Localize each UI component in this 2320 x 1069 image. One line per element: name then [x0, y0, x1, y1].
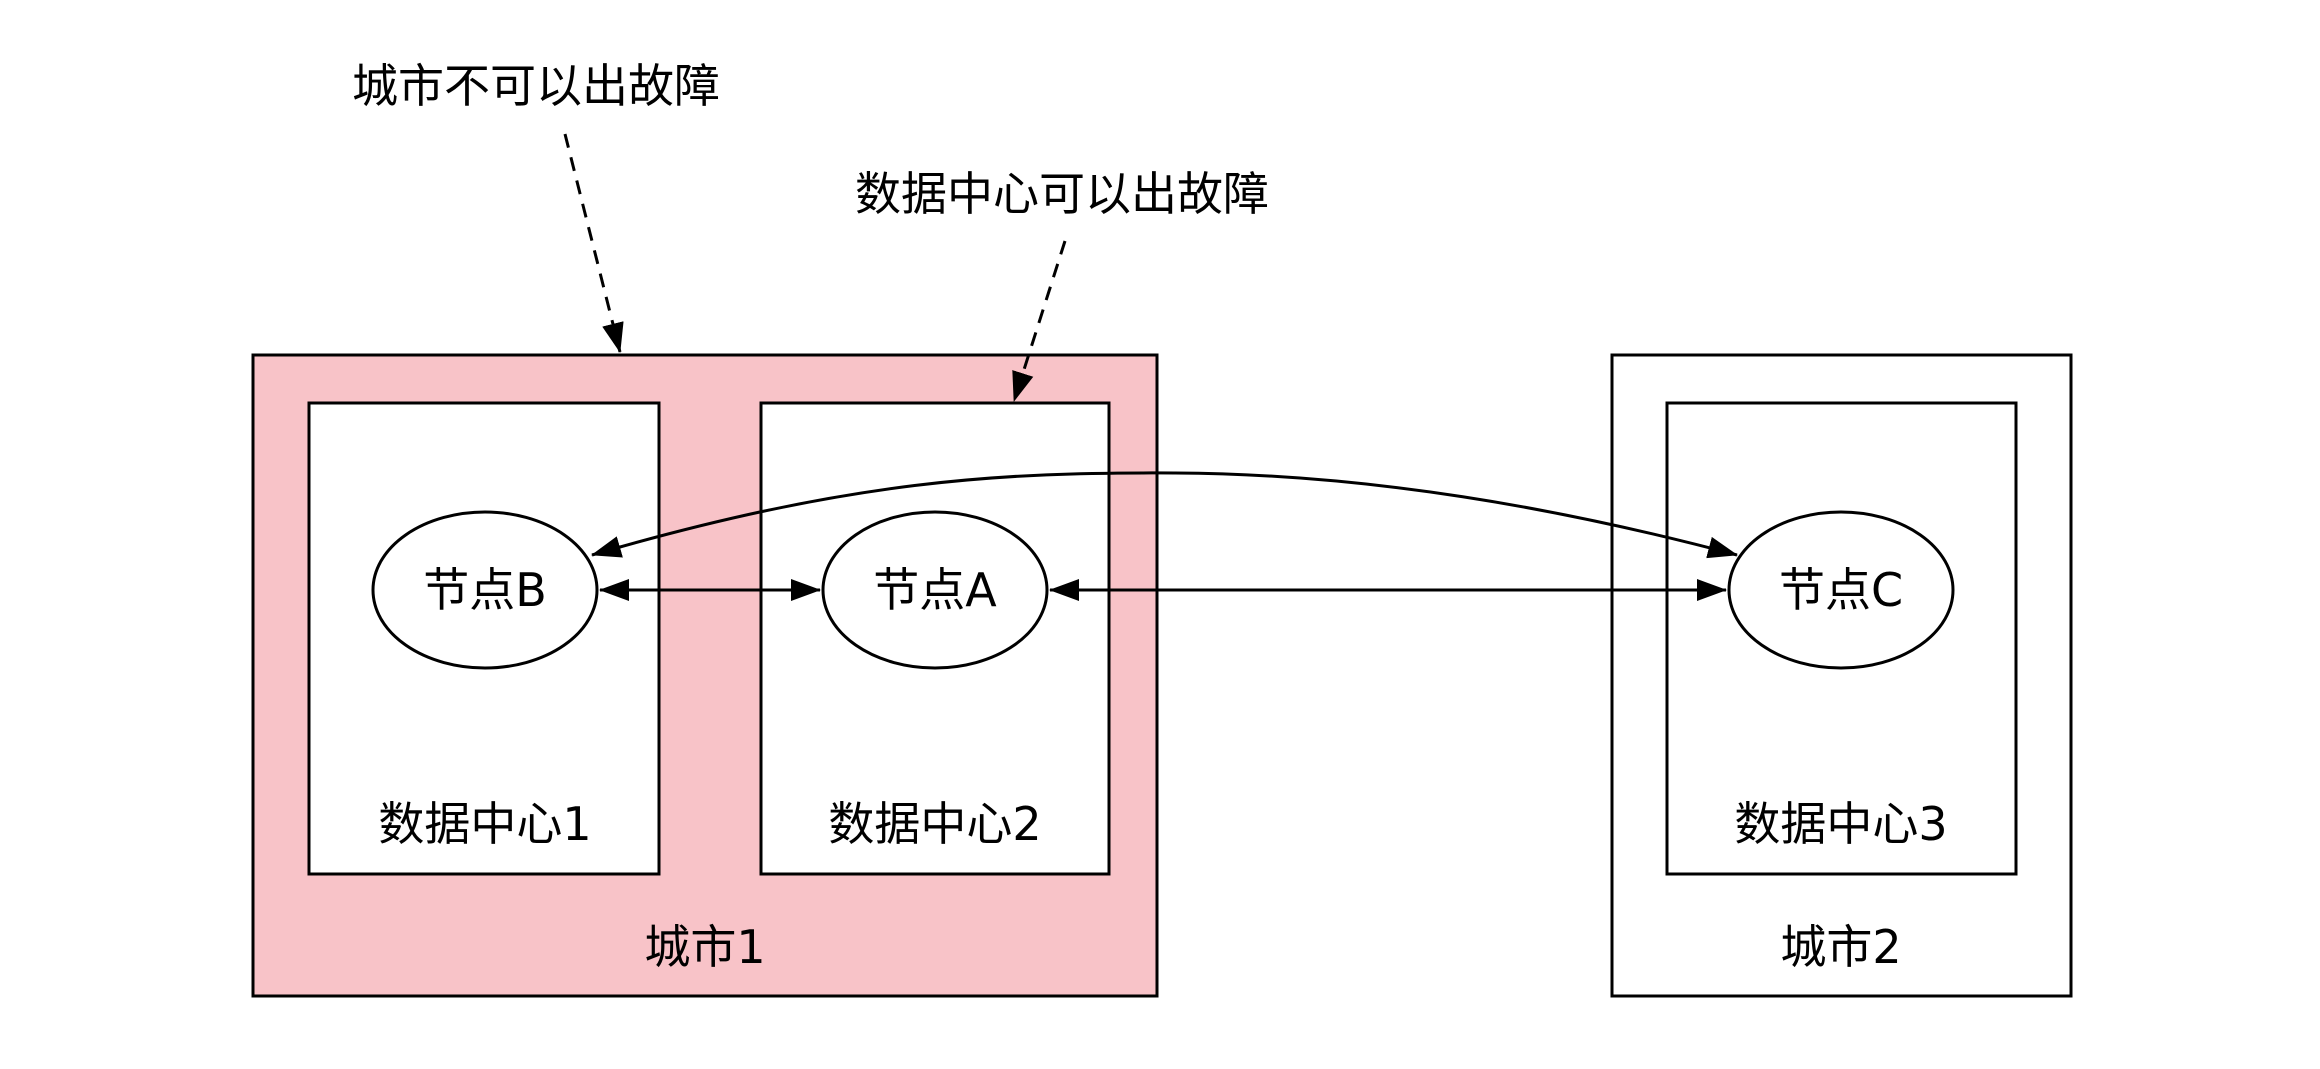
annotation-dc-can-fail: 数据中心可以出故障: [855, 167, 1269, 221]
city-1-label: 城市1: [644, 920, 765, 974]
datacenter-2-label: 数据中心2: [828, 797, 1041, 851]
node-b-label: 节点B: [423, 563, 547, 617]
node-b: [371, 510, 599, 670]
node-c-label: 节点C: [1779, 563, 1903, 617]
annotation-city-cannot-fail: 城市不可以出故障: [352, 59, 720, 113]
edge-b-c-curve: [591, 471, 1738, 559]
datacenter-1-label: 数据中心1: [378, 797, 591, 851]
annotation-arrow-datacenter: [1012, 240, 1067, 402]
node-c: [1727, 510, 1955, 670]
node-a-label: 节点A: [873, 563, 997, 617]
datacenter-3-label: 数据中心3: [1734, 797, 1947, 851]
annotation-arrow-city: [563, 133, 624, 353]
city-2-label: 城市2: [1780, 920, 1901, 974]
